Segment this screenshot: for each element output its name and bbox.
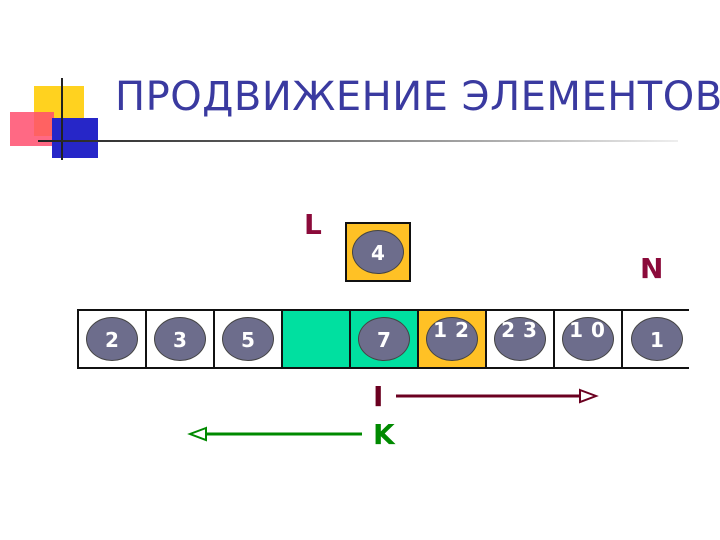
- label-l: L: [304, 208, 322, 241]
- array-cell: 2: [79, 311, 147, 367]
- arrow-k: [187, 426, 362, 442]
- decor-vertical-line: [61, 78, 63, 160]
- label-i: I: [373, 380, 384, 413]
- array-cell: 1: [623, 311, 691, 367]
- array-element: 12: [426, 317, 478, 361]
- array-cell: 12: [419, 311, 487, 367]
- arrow-i: [396, 388, 599, 404]
- array-element: 3: [154, 317, 206, 361]
- inserted-element: 4: [352, 230, 404, 274]
- inserted-element-box: 4: [345, 222, 411, 282]
- array-element: 1: [631, 317, 683, 361]
- array-element: 5: [222, 317, 274, 361]
- label-k: K: [373, 418, 395, 451]
- array-element: 7: [358, 317, 410, 361]
- array-element: 10: [562, 317, 614, 361]
- array-cell: 7: [351, 311, 419, 367]
- decor-blue-square: [52, 118, 98, 158]
- array-cell-empty: [283, 311, 351, 367]
- array-element: 2: [86, 317, 138, 361]
- title-underline: [38, 140, 678, 142]
- array: 2 3 5 7 12 23 10 1: [77, 309, 691, 369]
- array-cell: 3: [147, 311, 215, 367]
- label-n: N: [640, 252, 664, 285]
- array-cell: 23: [487, 311, 555, 367]
- array-cell: 10: [555, 311, 623, 367]
- array-element: 23: [494, 317, 546, 361]
- array-cell: 5: [215, 311, 283, 367]
- page-title: ПРОДВИЖЕНИЕ ЭЛЕМЕНТОВ: [115, 74, 720, 120]
